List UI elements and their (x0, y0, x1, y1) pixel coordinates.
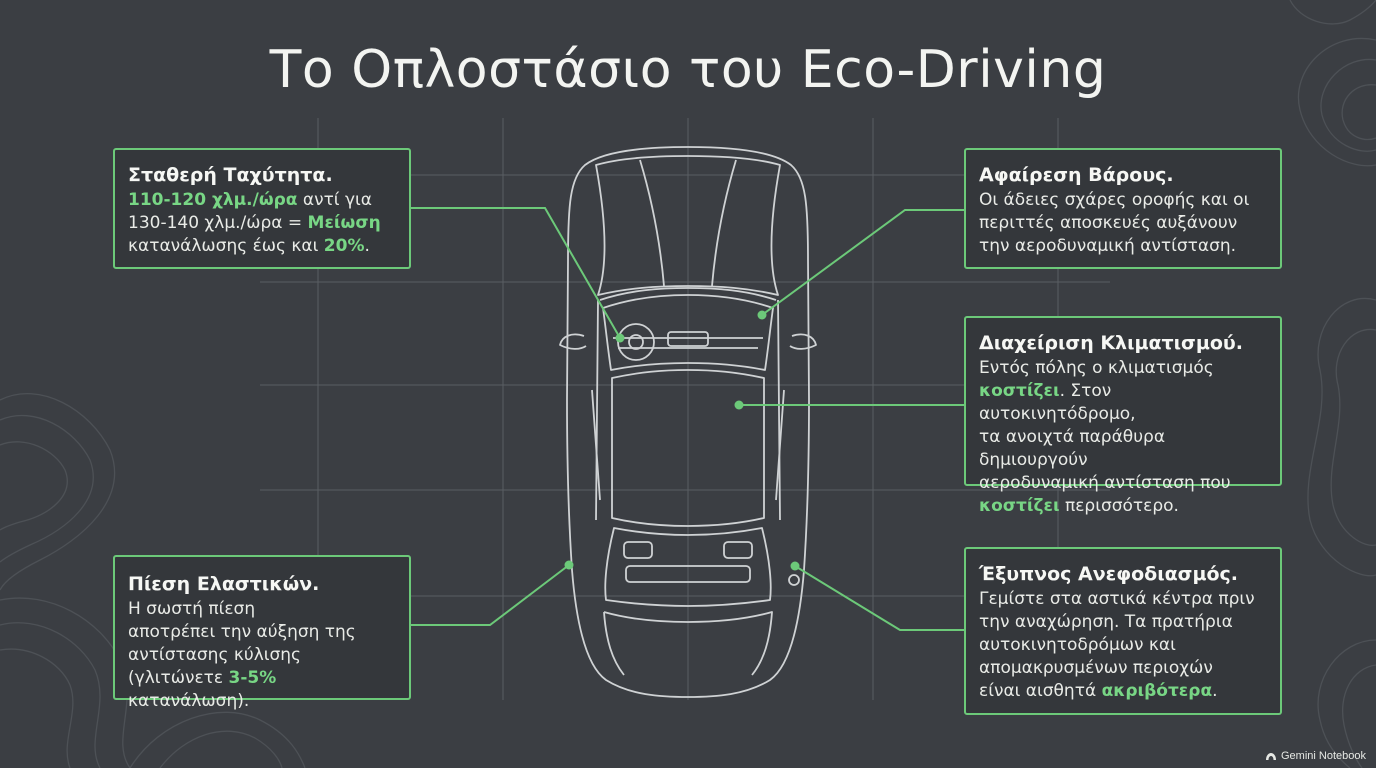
highlight-text: ακριβότερα (1101, 681, 1213, 701)
steering-wheel (617, 323, 655, 361)
card-heading: Αφαίρεση Βάρους. (979, 164, 1174, 186)
card-smart-refueling: Έξυπνος Ανεφοδιασμός. Γεμίστε στα αστικά… (964, 547, 1282, 715)
card-weight-removal: Αφαίρεση Βάρους. Οι άδειες σχάρες οροφής… (964, 148, 1282, 269)
highlight-text: 20% (323, 236, 365, 256)
highlight-text: κοστίζει (979, 496, 1060, 516)
card-constant-speed: Σταθερή Ταχύτητα. 110-120 χλμ./ώρα αντί … (113, 148, 411, 269)
hood (595, 155, 781, 296)
mirror-right (789, 333, 817, 350)
connector-dots (564, 310, 800, 571)
card-heading: Έξυπνος Ανεφοδιασμός. (979, 563, 1238, 585)
card-heading: Πίεση Ελαστικών. (128, 573, 320, 595)
windshield (602, 294, 774, 371)
notebook-logo-icon (1266, 752, 1276, 760)
card-heading: Διαχείριση Κλιματισμού. (979, 332, 1243, 354)
connector-lines (410, 207, 965, 631)
card-heading: Σταθερή Ταχύτητα. (128, 164, 333, 186)
card-text: Εντός πόλης ο κλιματισμός κοστίζει. Στον… (979, 358, 1231, 516)
card-text: 110-120 χλμ./ώρα αντί για 130-140 χλμ./ώ… (128, 190, 381, 256)
dashboard (613, 337, 763, 349)
footer-label: Gemini Notebook (1281, 750, 1366, 762)
car-outline (559, 146, 817, 698)
trunk (603, 611, 773, 676)
highlight-text: 110-120 χλμ./ώρα (128, 190, 298, 210)
card-text: Γεμίστε στα αστικά κέντρα πριν την αναχώ… (979, 589, 1255, 701)
card-text: Η σωστή πίεση αποτρέπει την αύξηση της α… (128, 599, 356, 711)
highlight-text: κοστίζει (979, 381, 1060, 401)
card-tire-pressure: Πίεση Ελαστικών. Η σωστή πίεση αποτρέπει… (113, 555, 411, 711)
roof (611, 369, 765, 527)
mirror-left (559, 333, 587, 350)
footer-brand: Gemini Notebook (1265, 750, 1366, 762)
highlight-text: 3-5% (228, 668, 277, 688)
page-title: Το Οπλοστάσιο του Eco-Driving (269, 40, 1107, 100)
card-text: Οι άδειες σχάρες οροφής και οι περιττές … (979, 190, 1250, 256)
highlight-text: Μείωση (307, 213, 381, 233)
card-ac-management: Διαχείριση Κλιματισμού. Εντός πόλης ο κλ… (964, 316, 1282, 516)
fuel-cap (788, 574, 800, 586)
car-body (566, 146, 810, 698)
rear-window (604, 527, 772, 607)
